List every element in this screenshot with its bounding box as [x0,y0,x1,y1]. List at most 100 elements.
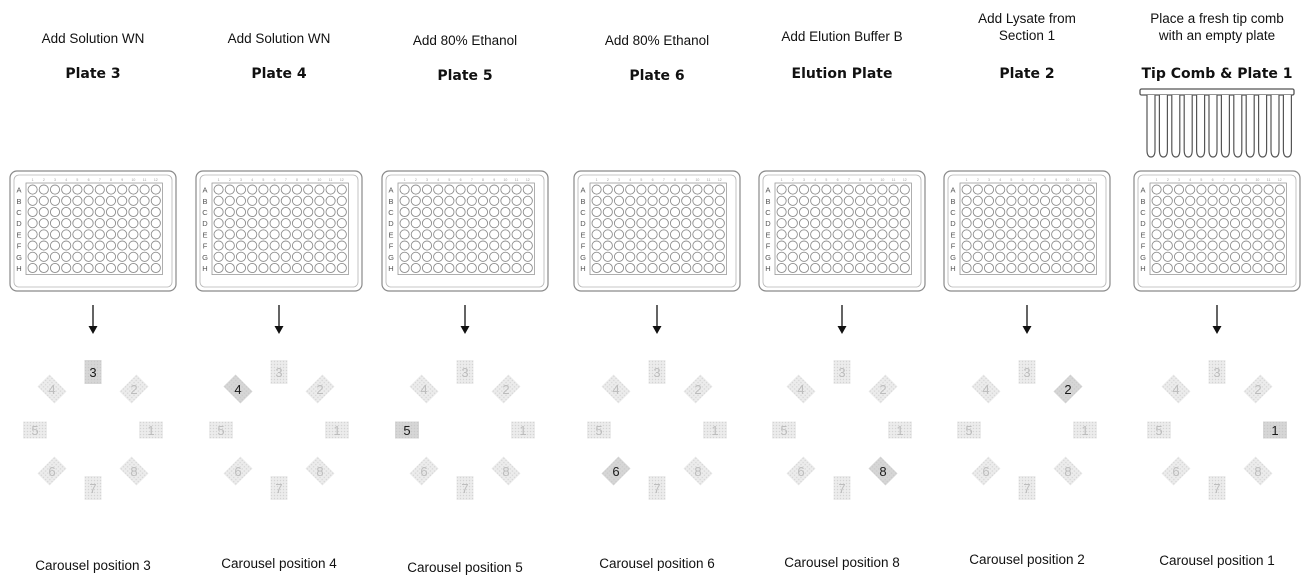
plate-column-number: 6 [460,178,462,182]
carousel-slot [786,374,816,404]
instruction-line: Add 80% Ethanol [604,33,710,48]
plate-column-number: 4 [251,178,253,182]
plate-column-number: 9 [1055,178,1057,182]
carousel-slot-number: 1 [333,423,340,438]
plate-row-label: F [581,242,586,251]
instruction-line: Section 1 [998,28,1056,43]
plate-column-number: 9 [307,178,309,182]
carousel-slot-number: 8 [502,464,509,479]
carousel-slot [833,476,851,500]
plate-row-label: G [1140,253,1146,262]
plate-row-label: F [951,242,956,251]
carousel-slot-number: 5 [31,423,38,438]
plate-row-label: C [580,208,586,217]
instruction-line: Add Solution WN [41,31,145,46]
carousel-slot-number: 6 [982,464,989,479]
tip-comb-icon [1139,88,1295,158]
carousel-slot-number: 4 [612,382,619,397]
plate-column-number: 5 [76,178,78,182]
carousel-slot [868,456,898,486]
carousel-slot-number: 7 [275,481,282,496]
carousel-position-caption: Carousel position 6 [599,556,715,571]
plate-column-number: 3 [240,178,242,182]
plate-column-number: 8 [1044,178,1046,182]
carousel-slot [139,421,163,439]
plate-column-number: 9 [685,178,687,182]
down-arrow-icon [460,305,470,334]
plate-column-number: 4 [437,178,439,182]
carousel-slot [305,374,335,404]
plate-row-label: H [16,264,21,273]
carousel-slot-number: 4 [48,382,55,397]
carousel-slot [84,476,102,500]
plate-column-number: 10 [1065,178,1069,182]
plate-row-label: D [765,219,771,228]
plate-column-number: 10 [880,178,884,182]
plate-column-number: 11 [515,178,519,182]
plate-column-number: 3 [803,178,805,182]
carousel-slot-number: 7 [1023,481,1030,496]
carousel-slot-number: 3 [838,365,845,380]
plate-column-number: 6 [1212,178,1214,182]
carousel-slot [1243,374,1273,404]
plate-column-number: 5 [262,178,264,182]
carousel-slot-number: 3 [89,365,96,380]
plate-row-label: D [950,219,956,228]
carousel-slot [587,421,611,439]
plate-column-number: 7 [1033,178,1035,182]
plate-column-number: 11 [707,178,711,182]
plate-title: Plate 6 [629,68,685,84]
plate-column-number: 12 [903,178,907,182]
plate-column-number: 12 [526,178,530,182]
plate-row-label: E [1140,230,1145,239]
plate-row-label: D [1140,219,1146,228]
instruction-line: Add Elution Buffer B [781,29,903,44]
carousel-slot-number: 8 [1064,464,1071,479]
carousel-slot-number: 2 [879,382,886,397]
carousel-slot [772,421,796,439]
plate-title: Elution Plate [791,66,893,82]
plate-column-number: 3 [618,178,620,182]
plate-column-number: 9 [1245,178,1247,182]
plate-column-number: 10 [695,178,699,182]
carousel-slot [601,456,631,486]
carousel-slot [1161,456,1191,486]
plate-column-number: 1 [218,178,220,182]
plate-column-number: 11 [892,178,896,182]
carousel-slot [84,360,102,384]
plate-row-label: E [950,230,955,239]
plate-row-label: G [580,253,586,262]
carousel-slot-number: 3 [653,365,660,380]
carousel-slot-number: 2 [1254,382,1261,397]
carousel-slot-number: 6 [612,464,619,479]
carousel-slot [37,456,67,486]
carousel-slot-number: 6 [234,464,241,479]
plate-row-label: F [1141,242,1146,251]
plate-column-number: 4 [65,178,67,182]
carousel-slot [223,374,253,404]
carousel-slot-number: 3 [461,365,468,380]
plate-column-number: 9 [493,178,495,182]
plate-column-number: 3 [988,178,990,182]
carousel-slot-number: 5 [965,423,972,438]
carousel-position-caption: Carousel position 3 [35,558,151,573]
plate-column-number: 12 [718,178,722,182]
carousel-slot [325,421,349,439]
plate-title: Plate 3 [65,66,121,82]
carousel-slot [37,374,67,404]
plate-column-number: 2 [792,178,794,182]
instruction-line: with an empty plate [1158,28,1276,43]
plate-column-number: 11 [329,178,333,182]
plate-row-label: B [16,197,21,206]
carousel-slot [648,476,666,500]
plate-column-number: 2 [1167,178,1169,182]
carousel-slot-number: 2 [316,382,323,397]
plate-row-label: C [765,208,771,217]
carousel-slot [119,374,149,404]
